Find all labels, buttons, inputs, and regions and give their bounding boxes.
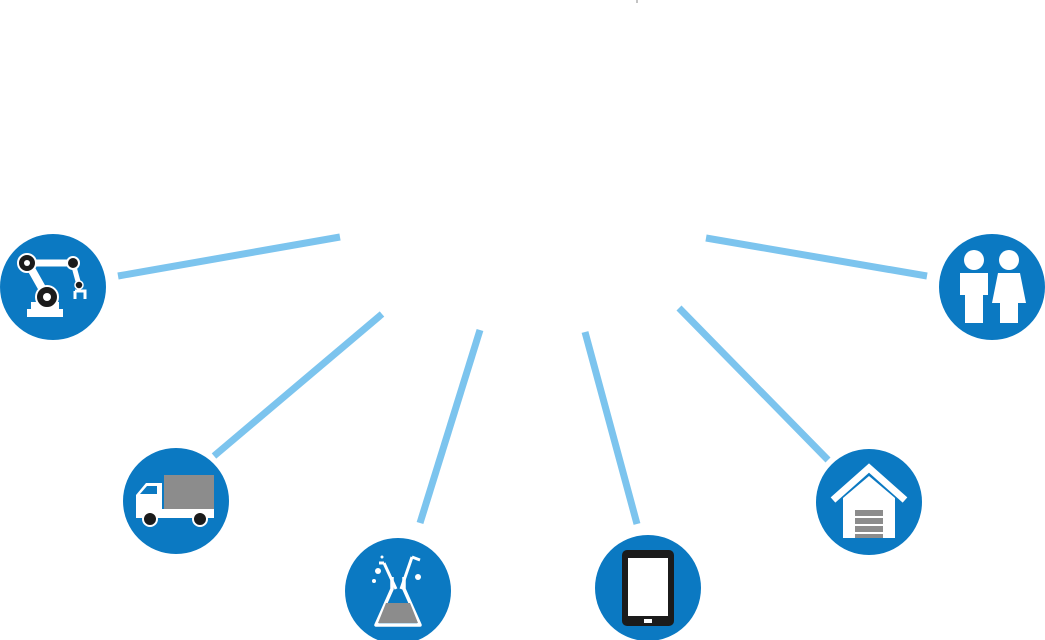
- connector-devices: [581, 331, 641, 525]
- node-chemistry-circle: [345, 538, 451, 640]
- tablet-icon: [622, 550, 674, 626]
- house-garage-icon: [830, 463, 908, 538]
- lab-flask-icon: [372, 555, 422, 627]
- truck-icon: [136, 475, 214, 527]
- connector-chemistry: [416, 328, 484, 525]
- people-icon: [960, 250, 1026, 323]
- node-devices[interactable]: [595, 535, 701, 640]
- node-transport[interactable]: [123, 448, 229, 554]
- node-people[interactable]: [939, 234, 1045, 340]
- node-chemistry[interactable]: [345, 538, 451, 640]
- robot-arm-icon: [17, 253, 87, 317]
- node-housing[interactable]: [816, 449, 922, 555]
- connector-housing: [676, 305, 831, 463]
- node-people-circle: [939, 234, 1045, 340]
- connector-transport: [211, 311, 385, 459]
- connector-people: [705, 234, 928, 280]
- connector-industry: [117, 233, 341, 280]
- node-industry[interactable]: [0, 234, 106, 340]
